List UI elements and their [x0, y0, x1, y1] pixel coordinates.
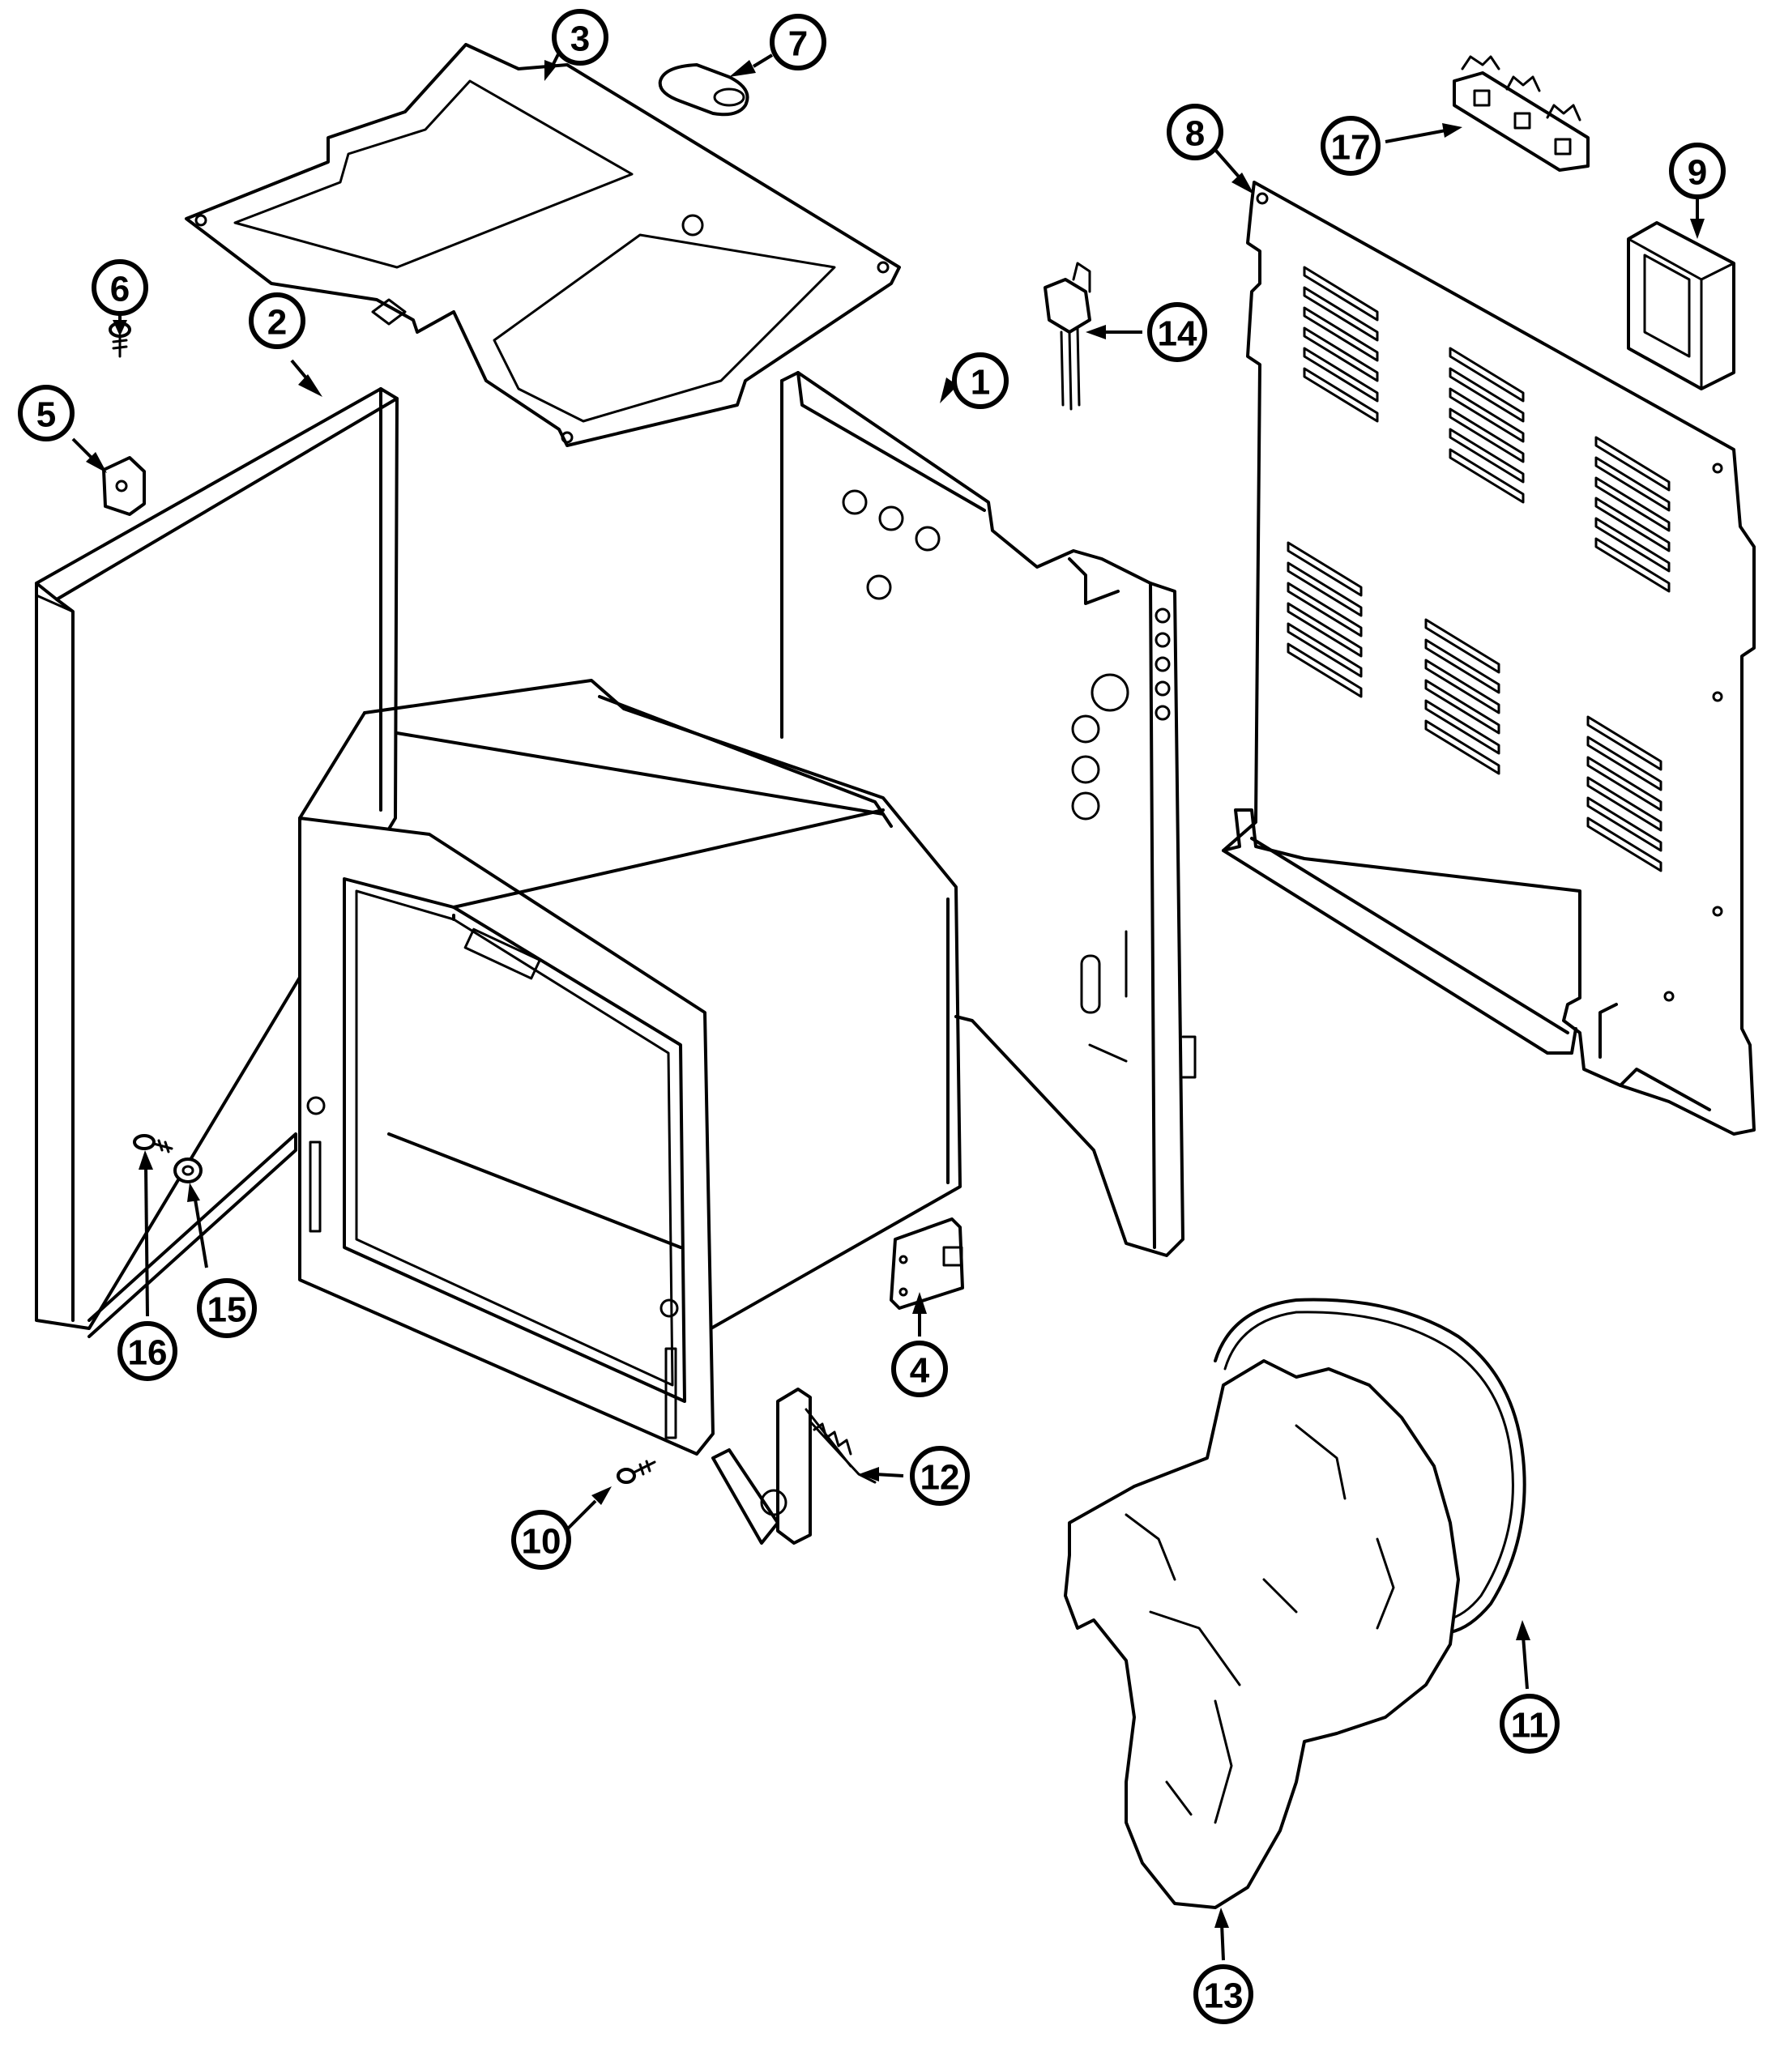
leader-lines — [71, 52, 1705, 1961]
callout-8: 8 — [1167, 104, 1223, 160]
callout-label-11: 11 — [1511, 1706, 1549, 1746]
insulation-part-13 — [1064, 1359, 1460, 1909]
callout-5: 5 — [18, 385, 75, 441]
callout-label-14: 14 — [1158, 314, 1197, 354]
bracket-part-4 — [890, 1217, 964, 1310]
switch-part-14 — [1044, 262, 1091, 411]
callout-label-10: 10 — [522, 1522, 561, 1562]
callout-label-15: 15 — [207, 1290, 247, 1330]
top-panel-part — [185, 43, 901, 447]
callout-4: 4 — [891, 1341, 948, 1397]
callout-label-9: 9 — [1688, 153, 1707, 193]
callout-13: 13 — [1193, 1964, 1253, 2024]
callout-16: 16 — [117, 1321, 177, 1381]
rear-panel-part — [1222, 181, 1756, 1136]
callout-label-17: 17 — [1331, 128, 1371, 168]
screw-part-16 — [133, 1134, 173, 1153]
callout-12: 12 — [910, 1446, 970, 1506]
terminal-block-part-17 — [1453, 55, 1590, 172]
louver-group-3 — [1594, 436, 1671, 593]
screw-part-10 — [617, 1460, 656, 1484]
louver-group-1 — [1303, 266, 1379, 423]
oven-cavity-part — [298, 679, 962, 1456]
callout-14: 14 — [1147, 302, 1207, 362]
button-cap-part — [658, 63, 749, 117]
callout-label-16: 16 — [128, 1333, 168, 1373]
gasket-part-11 — [1214, 1298, 1526, 1634]
bracket-part-5 — [102, 456, 146, 516]
callout-3: 3 — [552, 9, 608, 66]
callout-7: 7 — [770, 14, 826, 70]
callout-17: 17 — [1321, 116, 1381, 176]
callout-label-6: 6 — [110, 270, 130, 309]
callout-10: 10 — [511, 1510, 571, 1570]
louver-group-6 — [1586, 715, 1662, 872]
callout-label-13: 13 — [1204, 1976, 1244, 2016]
callout-label-12: 12 — [920, 1458, 960, 1498]
louver-group-4 — [1287, 541, 1363, 698]
callout-label-1: 1 — [971, 363, 990, 403]
callout-6: 6 — [92, 259, 148, 316]
callout-label-2: 2 — [267, 303, 287, 343]
side-panel-left-part — [35, 387, 399, 1338]
callout-9: 9 — [1669, 143, 1726, 199]
grommet-part-15 — [173, 1158, 203, 1183]
callout-label-3: 3 — [570, 19, 590, 59]
louver-group-5 — [1424, 618, 1500, 775]
callout-11: 11 — [1500, 1694, 1560, 1754]
callout-15: 15 — [197, 1278, 257, 1338]
callout-2: 2 — [249, 292, 305, 349]
callout-label-5: 5 — [36, 395, 56, 435]
callout-label-8: 8 — [1185, 114, 1205, 154]
hinge-part-12 — [711, 1388, 877, 1545]
louver-group-2 — [1449, 347, 1525, 504]
side-panel-right-part — [780, 371, 1197, 1257]
callout-1: 1 — [952, 352, 1009, 409]
callout-label-7: 7 — [788, 24, 808, 64]
callout-label-4: 4 — [910, 1351, 930, 1391]
box-part-9 — [1627, 221, 1735, 390]
